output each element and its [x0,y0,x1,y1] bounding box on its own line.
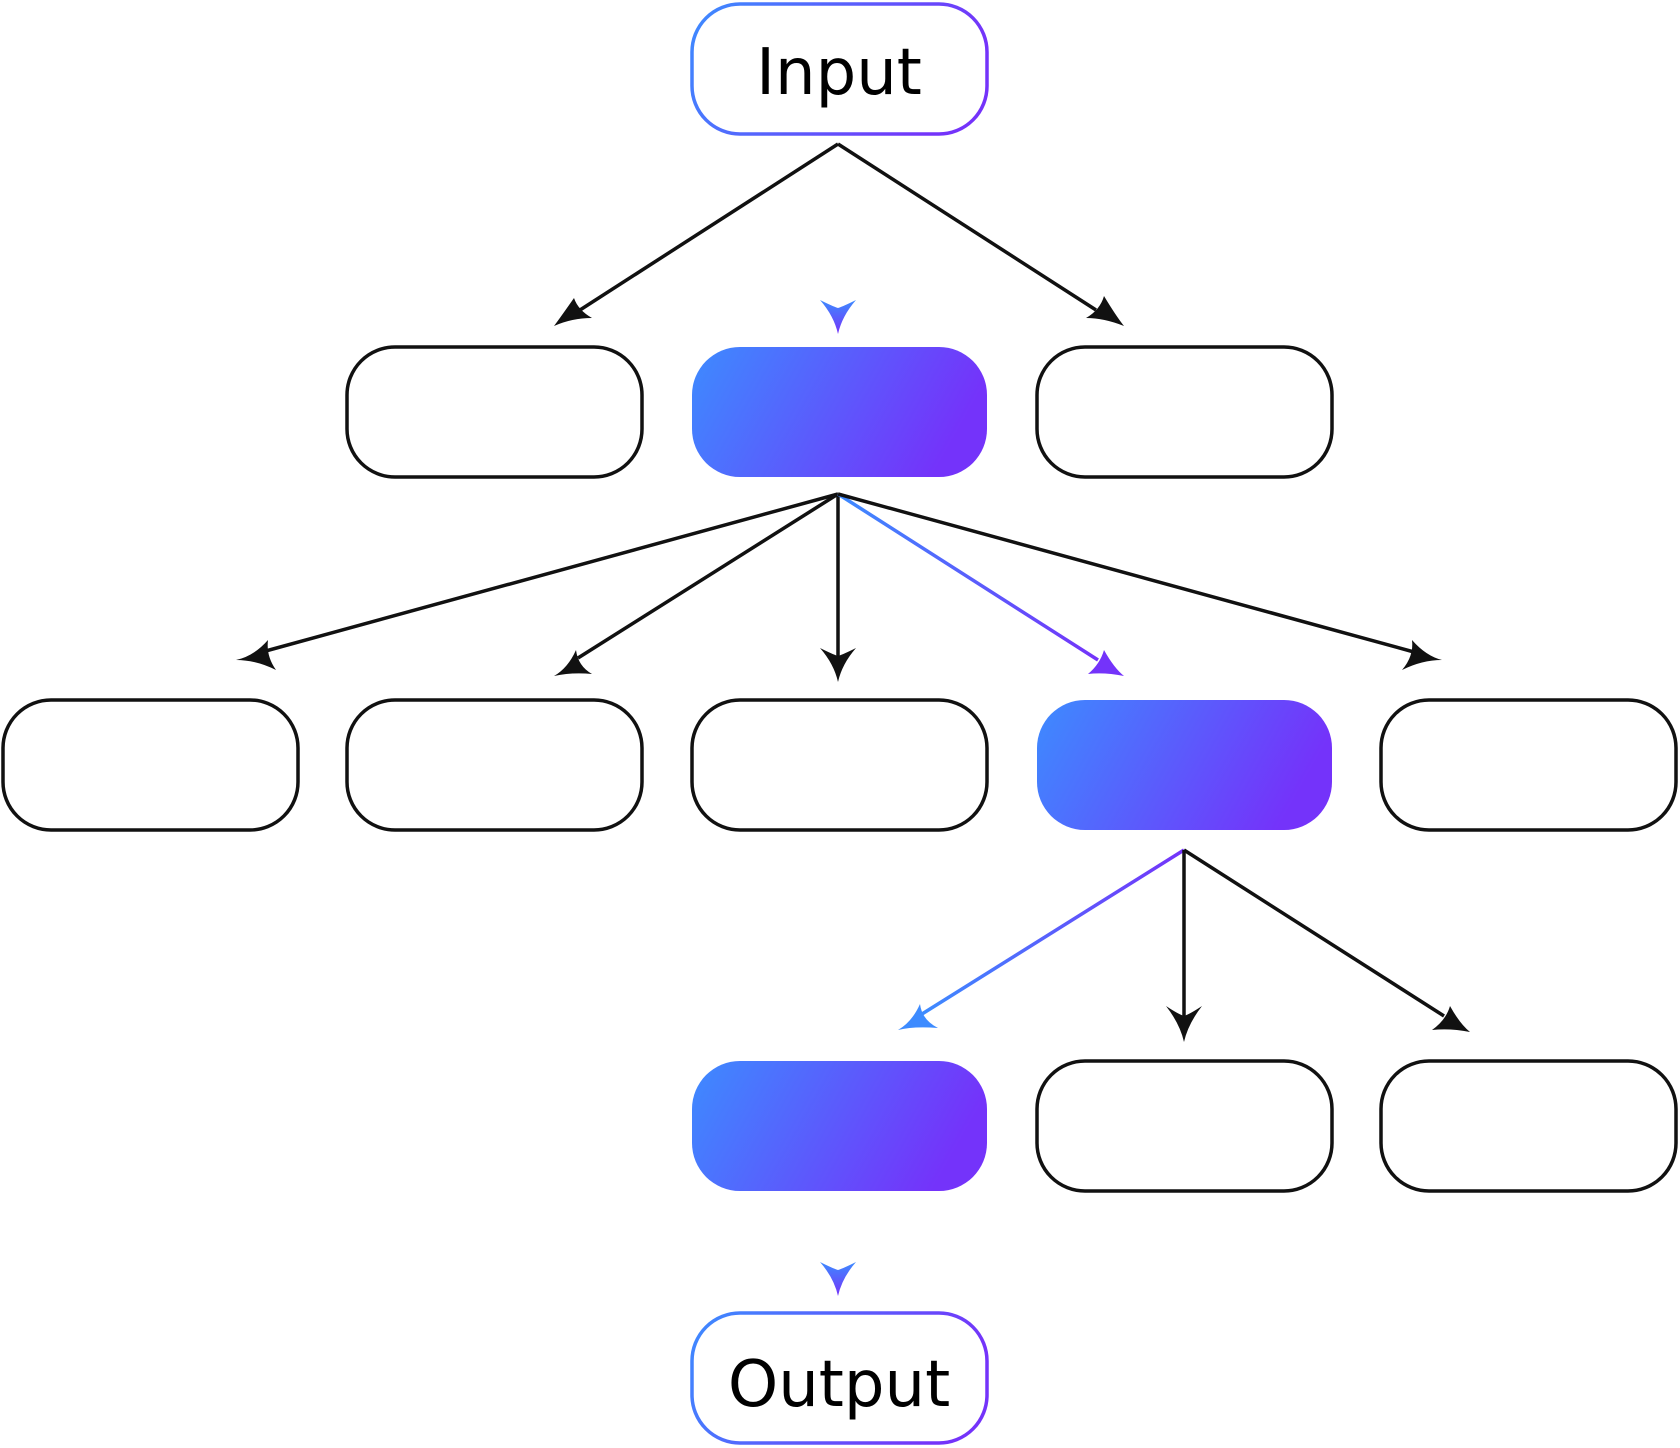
arrowhead-l1-right [1086,296,1124,326]
edges-level2-to-level3 [898,848,1470,1042]
edges-input-to-level1 [554,142,1124,334]
node-l3-1-selected [692,1061,987,1191]
arrowhead-l3-center [1166,1006,1202,1042]
output-node: Output [690,1311,989,1445]
arrowhead-l3-right [1432,1006,1470,1032]
node-l3-3 [1379,1059,1678,1193]
edge-input-to-l1-right [837,142,1097,312]
node-l2-2 [345,698,644,832]
arrowhead-l2-2 [554,650,592,676]
input-node: Input [690,2,989,136]
node-l2-1 [1,698,300,832]
node-l1-center-selected [692,347,987,477]
node-l2-4-selected [1037,700,1332,830]
edge-l2h-to-l3-right [1183,848,1445,1018]
arrowhead-l1-left [554,298,592,326]
edge-l1c-to-l2-2 [577,492,839,660]
arrowhead-l3-left [898,1004,938,1030]
arrowhead-output [820,1262,856,1296]
arrowhead-l2-4 [1088,650,1124,676]
input-node-label: Input [756,36,922,110]
arrowhead-l2-1 [236,640,276,670]
arrowhead-l2-3 [820,648,856,682]
level1-nodes [345,345,1334,479]
node-l1-left [345,345,644,479]
level2-nodes [1,698,1678,832]
edge-l1c-to-l2-1 [261,492,839,654]
edge-l1c-to-l2-4 [837,492,1099,662]
arrowhead-l2-5 [1402,640,1442,670]
arrowhead-l1-center [820,300,856,334]
output-node-label: Output [728,1348,950,1422]
edge-l2h-to-l3-left [921,848,1185,1016]
node-l3-2 [1035,1059,1334,1193]
edge-l1c-to-l2-5 [837,492,1415,654]
edge-to-output [820,1202,856,1296]
edges-level1-to-level2 [236,492,1442,682]
level3-nodes [692,1059,1678,1193]
node-l2-3 [690,698,989,832]
node-l2-5 [1379,698,1678,832]
edge-input-to-l1-left [579,142,839,312]
node-l1-right [1035,345,1334,479]
